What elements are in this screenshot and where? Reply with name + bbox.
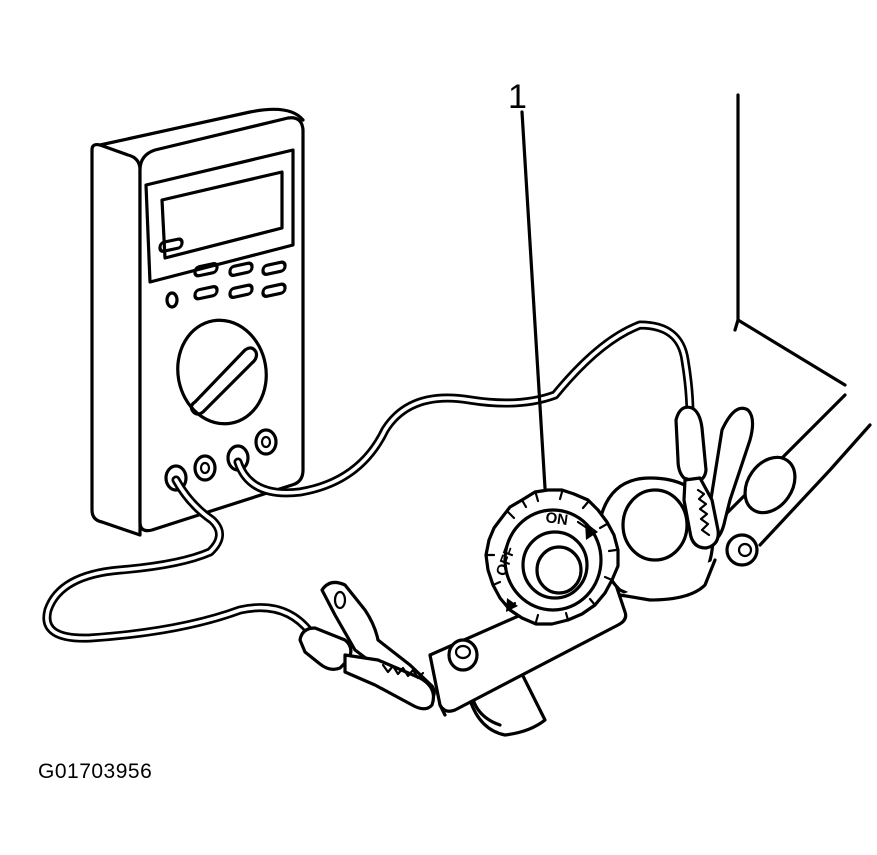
callout-number: 1 — [508, 78, 527, 116]
dial-label-on: ON — [544, 509, 569, 529]
rotary-selector-knob — [176, 318, 268, 426]
input-jacks — [164, 428, 278, 492]
shutoff-switch-knob: OFF ON — [484, 488, 620, 626]
on-arrow-icon — [585, 522, 598, 540]
test-lead-black — [42, 475, 315, 643]
alligator-clip-left — [298, 580, 436, 711]
multimeter — [90, 107, 305, 537]
test-lead-red — [233, 320, 695, 498]
button-row-2 — [165, 282, 287, 309]
alligator-clip-right — [674, 405, 755, 550]
background-panel — [733, 93, 847, 387]
callout-leader: 1 — [508, 78, 547, 490]
lcd-display — [160, 170, 284, 260]
figure-id: G01703956 — [38, 760, 153, 783]
display-bezel — [144, 148, 295, 284]
pipe — [718, 393, 872, 547]
button-row-1 — [158, 237, 287, 278]
shaft-collar — [598, 476, 759, 602]
off-arrow-icon — [506, 598, 518, 612]
